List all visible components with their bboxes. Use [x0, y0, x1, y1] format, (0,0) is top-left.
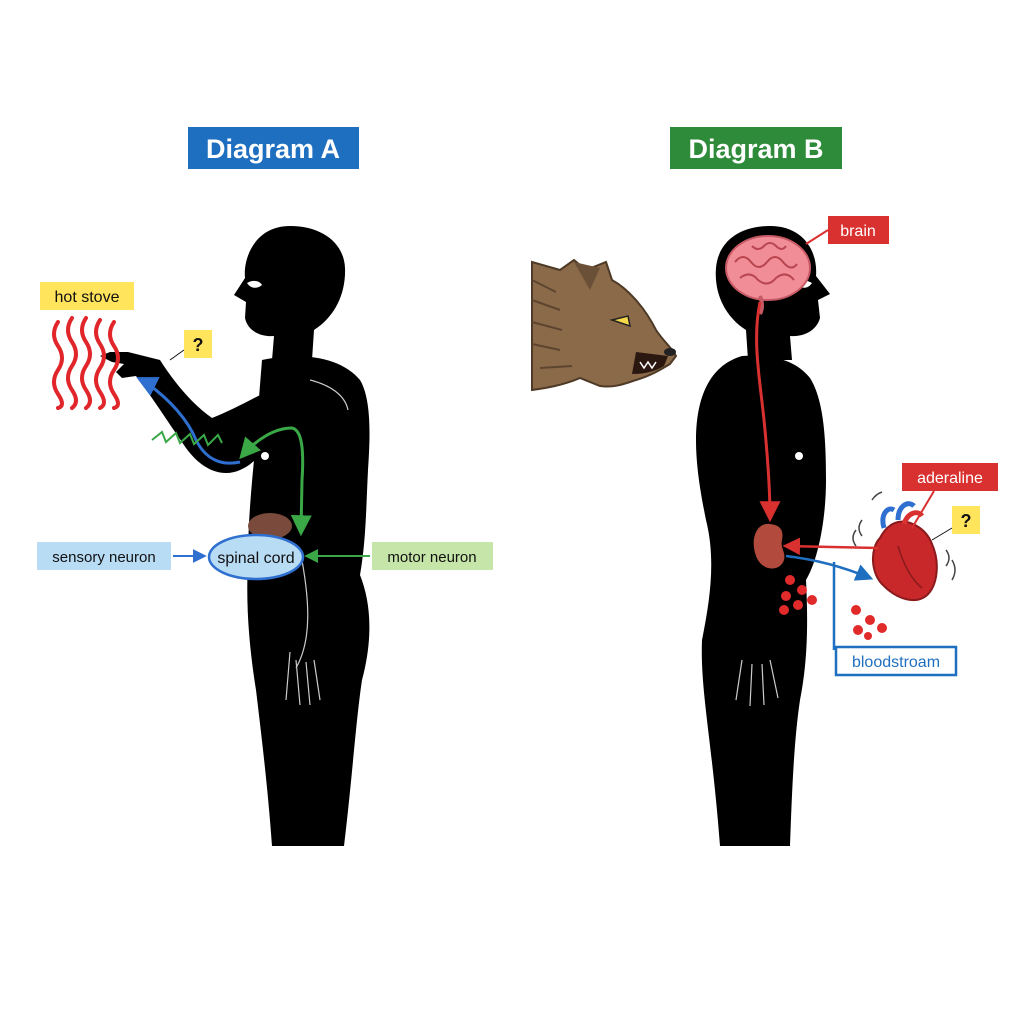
bloodstream-label: bloodstroam: [834, 645, 958, 677]
heart-to-adrenal-arrow: [782, 537, 879, 556]
heart-icon: [852, 491, 956, 602]
adrenal-gland-icon: [753, 523, 785, 569]
svg-text:sensory neuron: sensory neuron: [52, 549, 155, 566]
wolf-icon: [531, 258, 678, 392]
brain-to-adrenal-signal-path: [755, 301, 781, 523]
diagram-b: Diagram B brain: [531, 127, 998, 846]
svg-text:brain: brain: [840, 223, 876, 240]
silhouette-b-chest-dot: [795, 452, 803, 460]
motor-neuron-path: [239, 426, 312, 537]
diagram-b-title-text: Diagram B: [688, 134, 823, 164]
svg-text:motor neuron: motor neuron: [387, 549, 476, 566]
silhouette-a-eye: [247, 280, 262, 288]
question-label-a: ?: [169, 330, 212, 361]
silhouette-a-contours: [285, 379, 349, 706]
svg-text:bloodstroam: bloodstroam: [852, 654, 940, 671]
adrenaline-label: aderaline: [902, 463, 998, 529]
svg-text:?: ?: [961, 511, 972, 531]
nerve-impulse-zigzag: [151, 430, 223, 447]
svg-text:?: ?: [193, 335, 204, 355]
diagram-a-title: Diagram A: [188, 127, 359, 169]
sensory-neuron-path: [136, 377, 241, 465]
adrenaline-droplet-icon: [779, 575, 887, 640]
spinal-cord-label: spinal cord: [207, 533, 305, 581]
brain-label: brain: [805, 216, 889, 245]
diagram-a: Diagram A hot stove: [37, 127, 493, 846]
silhouette-a-chest-dot: [261, 452, 269, 460]
question-label-b: ?: [931, 506, 980, 541]
motor-neuron-label: motor neuron: [304, 542, 493, 570]
diagram-a-title-text: Diagram A: [206, 134, 340, 164]
silhouette-a: [100, 226, 370, 846]
svg-text:aderaline: aderaline: [917, 470, 983, 487]
svg-text:spinal cord: spinal cord: [217, 550, 294, 567]
silhouette-b-contours: [735, 659, 779, 707]
sensory-neuron-label: sensory neuron: [37, 542, 207, 570]
svg-text:hot stove: hot stove: [55, 289, 120, 306]
diagram-b-title: Diagram B: [670, 127, 842, 169]
bloodstream-path: [785, 554, 874, 581]
hot-stove-label: hot stove: [40, 282, 134, 310]
heat-wave-icon: [52, 316, 120, 410]
brain-icon: [725, 235, 811, 315]
